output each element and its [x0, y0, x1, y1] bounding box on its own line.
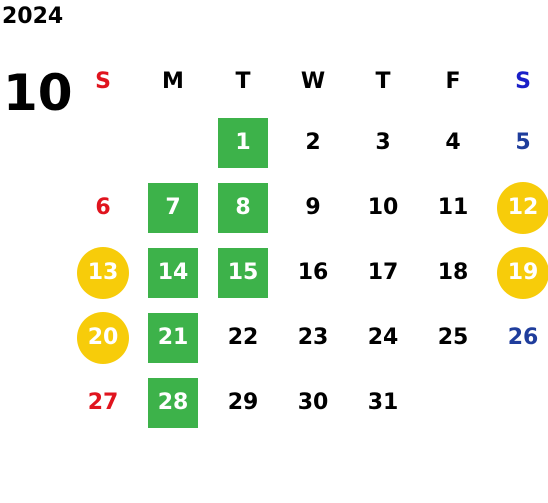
- calendar-day-cell: 14: [138, 240, 208, 305]
- calendar-month: 10: [3, 64, 73, 122]
- calendar-day-cell: 18: [418, 240, 488, 305]
- weekday-thursday: T: [375, 68, 391, 94]
- calendar-day-cell: 8: [208, 175, 278, 240]
- calendar-day-number: 16: [297, 260, 329, 285]
- calendar-day-cell: 1: [208, 110, 278, 175]
- calendar-empty-cell: [488, 370, 548, 435]
- calendar-day-number: 22: [227, 325, 259, 350]
- calendar-day-number: 6: [95, 195, 111, 220]
- calendar-day-number: 27: [87, 390, 119, 415]
- calendar-day-cell: 6: [68, 175, 138, 240]
- calendar-day-cell: 25: [418, 305, 488, 370]
- calendar-day-cell: 23: [278, 305, 348, 370]
- green-marked-day: 15: [218, 247, 268, 298]
- calendar-day-number: 11: [437, 195, 469, 220]
- yellow-marked-day: 12: [497, 181, 548, 234]
- calendar-year: 2024: [2, 4, 64, 29]
- calendar-day-number: 10: [367, 195, 399, 220]
- green-marked-day: 14: [148, 247, 198, 298]
- calendar-day-cell: 28: [138, 370, 208, 435]
- calendar-day-cell: 19: [488, 240, 548, 305]
- calendar-day-cell: 7: [138, 175, 208, 240]
- calendar-day-number: 24: [367, 325, 399, 350]
- weekday-saturday: S: [515, 68, 531, 94]
- green-marked-day: 8: [218, 182, 268, 233]
- calendar-day-cell: 21: [138, 305, 208, 370]
- calendar-day-cell: 22: [208, 305, 278, 370]
- calendar-day-cell: 17: [348, 240, 418, 305]
- calendar-week-row: 27 28 29 30 31: [68, 370, 548, 435]
- yellow-marked-day: 20: [77, 311, 129, 364]
- calendar-day-cell: 15: [208, 240, 278, 305]
- calendar-day-number: 23: [297, 325, 329, 350]
- calendar-day-cell: 5: [488, 110, 548, 175]
- weekday-wednesday: W: [300, 68, 326, 94]
- calendar-empty-cell: [418, 370, 488, 435]
- weekday-tuesday: T: [235, 68, 251, 94]
- calendar-day-cell: 9: [278, 175, 348, 240]
- calendar-day-cell: 12: [488, 175, 548, 240]
- weekday-friday: F: [445, 68, 461, 94]
- calendar-day-cell: 31: [348, 370, 418, 435]
- calendar-day-number: 31: [367, 390, 399, 415]
- calendar-day-cell: 24: [348, 305, 418, 370]
- calendar-day-number: 29: [227, 390, 259, 415]
- calendar-day-cell: 29: [208, 370, 278, 435]
- calendar-day-number: 25: [437, 325, 469, 350]
- calendar-day-cell: 13: [68, 240, 138, 305]
- calendar-day-number: 3: [375, 130, 391, 155]
- calendar-day-cell: 30: [278, 370, 348, 435]
- weekday-sunday: S: [95, 68, 111, 94]
- calendar-day-cell: 16: [278, 240, 348, 305]
- calendar-day-number: 18: [437, 260, 469, 285]
- calendar-empty-cell: [138, 110, 208, 175]
- weekday-monday: M: [162, 68, 184, 94]
- calendar-day-number: 26: [507, 325, 539, 350]
- calendar-day-number: 17: [367, 260, 399, 285]
- calendar-week-row: 20 21 22 23 24 25 26: [68, 305, 548, 370]
- green-marked-day: 28: [148, 377, 198, 428]
- calendar-day-cell: 2: [278, 110, 348, 175]
- calendar-day-cell: 20: [68, 305, 138, 370]
- calendar-day-number: 4: [445, 130, 461, 155]
- calendar-day-number: 5: [515, 130, 531, 155]
- calendar-day-cell: 3: [348, 110, 418, 175]
- calendar-day-number: 30: [297, 390, 329, 415]
- calendar-week-row: 1 2 3 4 5: [68, 110, 548, 175]
- green-marked-day: 1: [218, 117, 268, 168]
- calendar-week-row: 13 14 15 16 17 18 19: [68, 240, 548, 305]
- calendar-day-cell: 10: [348, 175, 418, 240]
- calendar-day-cell: 26: [488, 305, 548, 370]
- calendar-day-cell: 4: [418, 110, 488, 175]
- green-marked-day: 7: [148, 182, 198, 233]
- yellow-marked-day: 19: [497, 246, 548, 299]
- green-marked-day: 21: [148, 312, 198, 363]
- calendar-day-cell: 11: [418, 175, 488, 240]
- calendar-empty-cell: [68, 110, 138, 175]
- yellow-marked-day: 13: [77, 246, 129, 299]
- calendar-day-number: 2: [305, 130, 321, 155]
- calendar-day-number: 9: [305, 195, 321, 220]
- calendar-day-cell: 27: [68, 370, 138, 435]
- weekday-header-row: S M T W T F S: [68, 52, 548, 110]
